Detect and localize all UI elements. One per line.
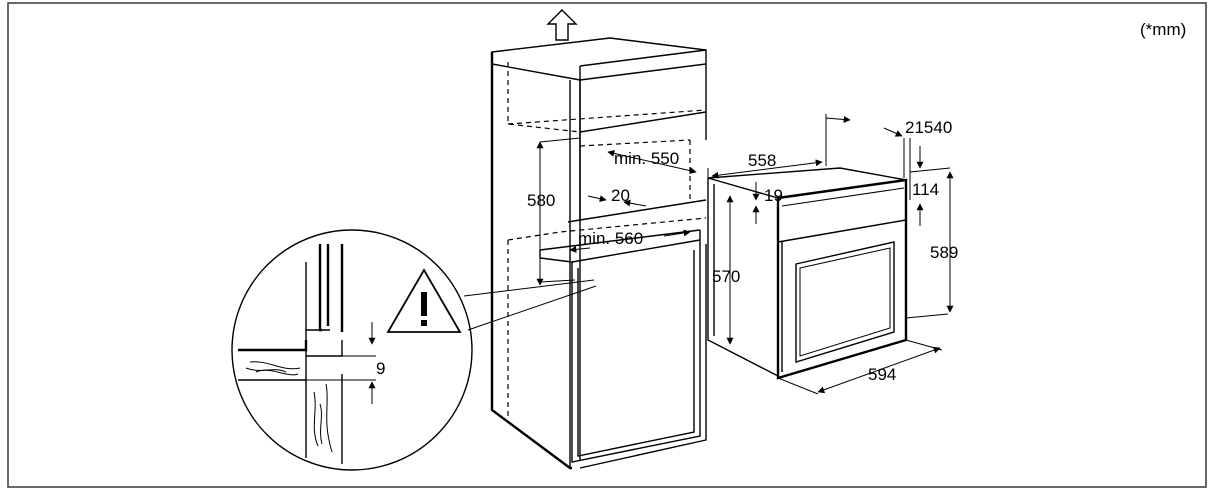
dim-oven-depth: 558 — [748, 151, 776, 170]
dim-oven-height: 589 — [930, 243, 958, 262]
dim-oven-top-numbers: 21540 — [905, 118, 952, 137]
up-arrow-icon — [546, 9, 578, 41]
cabinet-dimension-lines — [536, 137, 697, 286]
dim-oven-top-offset: 19 — [764, 186, 783, 205]
dim-detail-gap: 9 — [376, 359, 385, 378]
dim-oven-width: 594 — [868, 365, 896, 384]
detail-leader — [463, 279, 597, 331]
oven-dimension-lines — [707, 114, 954, 395]
unit-note: (*mm) — [1140, 20, 1186, 39]
dim-cabinet-width: min. 560 — [578, 229, 643, 248]
dim-cabinet-depth: min. 550 — [614, 149, 679, 168]
dim-cabinet-height: 580 — [527, 191, 555, 210]
dim-oven-panel: 114 — [912, 180, 939, 199]
dim-oven-side-height: 570 — [712, 267, 740, 286]
cabinet — [490, 37, 707, 470]
dim-cabinet-gap: 20 — [611, 186, 630, 205]
detail-magnifier — [231, 229, 473, 471]
warning-triangle-icon — [386, 268, 462, 333]
diagram-frame — [7, 2, 1207, 488]
